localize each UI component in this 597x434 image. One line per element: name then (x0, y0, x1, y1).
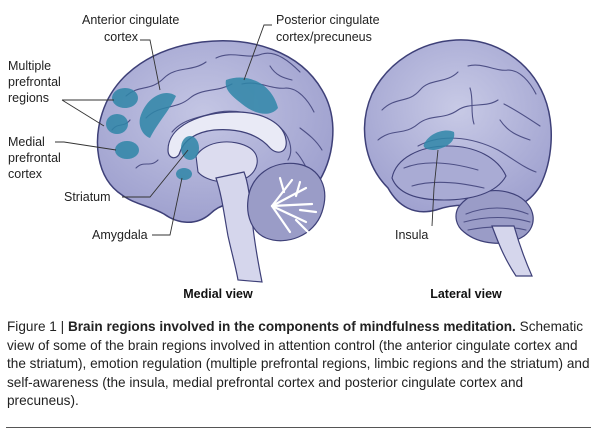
label-anterior-cingulate: Anterior cingulate cortex (82, 13, 183, 44)
corpus-callosum (167, 111, 287, 159)
highlight-multiple-prefrontal-1 (112, 88, 138, 108)
lateral-view-label: Lateral view (430, 287, 502, 301)
label-medial-prefrontal: Medial prefrontal cortex (8, 135, 64, 181)
label-anterior-cingulate-line2: cortex (104, 30, 139, 44)
label-medial-prefrontal-line2: prefrontal (8, 151, 61, 165)
caption-body: Schematic view of some of the brain regi… (7, 319, 590, 409)
label-multiple-prefrontal-line2: prefrontal (8, 75, 61, 89)
label-multiple-prefrontal-line3: regions (8, 91, 49, 105)
leader-lines (55, 24, 439, 236)
highlight-multiple-prefrontal-2 (106, 114, 128, 134)
medial-highlights (106, 77, 278, 180)
label-insula: Insula (395, 228, 428, 242)
label-multiple-prefrontal-line1: Multiple (8, 59, 51, 73)
label-striatum: Striatum (64, 190, 111, 204)
caption-title: Brain regions involved in the components… (67, 319, 516, 334)
label-posterior-cingulate: Posterior cingulate cortex/precuneus (276, 13, 383, 44)
medial-cerebellum (247, 162, 326, 242)
lateral-brainstem (491, 225, 533, 277)
label-amygdala: Amygdala (92, 228, 148, 242)
medial-brain (96, 40, 334, 283)
highlight-insula (423, 130, 455, 150)
highlight-medial-prefrontal (115, 141, 139, 159)
label-multiple-prefrontal: Multiple prefrontal regions (8, 59, 64, 105)
caption-prefix: Figure 1 | (7, 319, 68, 334)
highlight-striatum (181, 136, 199, 160)
label-posterior-cingulate-line1: Posterior cingulate (276, 13, 380, 27)
figure-caption: Figure 1 | Brain regions involved in the… (7, 318, 592, 411)
label-posterior-cingulate-line2: cortex/precuneus (276, 30, 372, 44)
highlight-anterior-cingulate (139, 92, 176, 138)
brain-diagram: Anterior cingulate cortex Posterior cing… (8, 13, 552, 301)
arbor-vitae (270, 176, 318, 234)
label-medial-prefrontal-line3: cortex (8, 167, 43, 181)
highlight-amygdala (176, 168, 192, 180)
lateral-brain (363, 39, 552, 277)
medial-view-label: Medial view (183, 287, 253, 301)
label-medial-prefrontal-line1: Medial (8, 135, 45, 149)
label-anterior-cingulate-line1: Anterior cingulate (82, 13, 179, 27)
highlight-posterior-cingulate (225, 77, 278, 114)
caption-bottom-rule (6, 427, 591, 428)
